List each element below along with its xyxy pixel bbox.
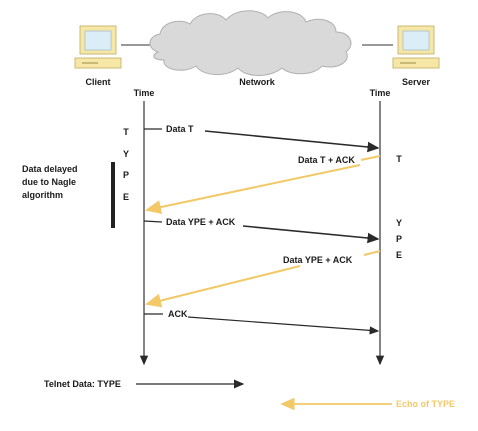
msg-data-t-ack-label: Data T + ACK	[298, 155, 355, 165]
msg-data-ype-ack-echo-label: Data YPE + ACK	[283, 255, 353, 265]
nagle-note-line-2: due to Nagle	[22, 177, 76, 187]
msg-data-ype-ack-label: Data YPE + ACK	[166, 217, 236, 227]
server-time-label: Time	[370, 88, 391, 98]
keystroke-p: P	[123, 170, 129, 180]
keystroke-y: Y	[123, 149, 129, 159]
msg-data-t-ack-arrow	[145, 164, 361, 214]
server-letter-y: Y	[396, 218, 402, 228]
legend-telnet-label: Telnet Data: TYPE	[44, 379, 121, 389]
msg-data-ype-ack-lead	[143, 220, 163, 223]
msg-data-ype-ack-arrow	[242, 225, 380, 244]
legend-echo-label: Echo of TYPE	[396, 399, 455, 409]
server-letter-p: P	[396, 234, 402, 244]
network-label: Network	[239, 77, 276, 87]
server-computer-icon	[392, 25, 440, 69]
nagle-note-line-3: algorithm	[22, 190, 63, 200]
msg-data-t-arrow	[204, 130, 380, 153]
msg-data-ype-ack-echo-lead	[363, 250, 381, 256]
nagle-delay-bar	[111, 162, 115, 228]
server-letter-e: E	[396, 250, 402, 260]
client-label: Client	[85, 77, 110, 87]
network-cloud-icon	[149, 10, 352, 76]
server-letter-t: T	[396, 154, 402, 164]
msg-data-t-label: Data T	[166, 124, 194, 134]
nagle-note-line-1: Data delayed	[22, 164, 78, 174]
client-computer-icon	[74, 25, 122, 69]
msg-ack-arrow	[187, 316, 380, 335]
msg-ack-label: ACK	[168, 309, 188, 319]
keystroke-e: E	[123, 192, 129, 202]
msg-data-ype-ack-echo-arrow	[145, 265, 301, 308]
server-label: Server	[402, 77, 431, 87]
keystroke-t: T	[123, 127, 129, 137]
msg-data-t-ack-lead	[360, 155, 381, 161]
client-time-label: Time	[134, 88, 155, 98]
